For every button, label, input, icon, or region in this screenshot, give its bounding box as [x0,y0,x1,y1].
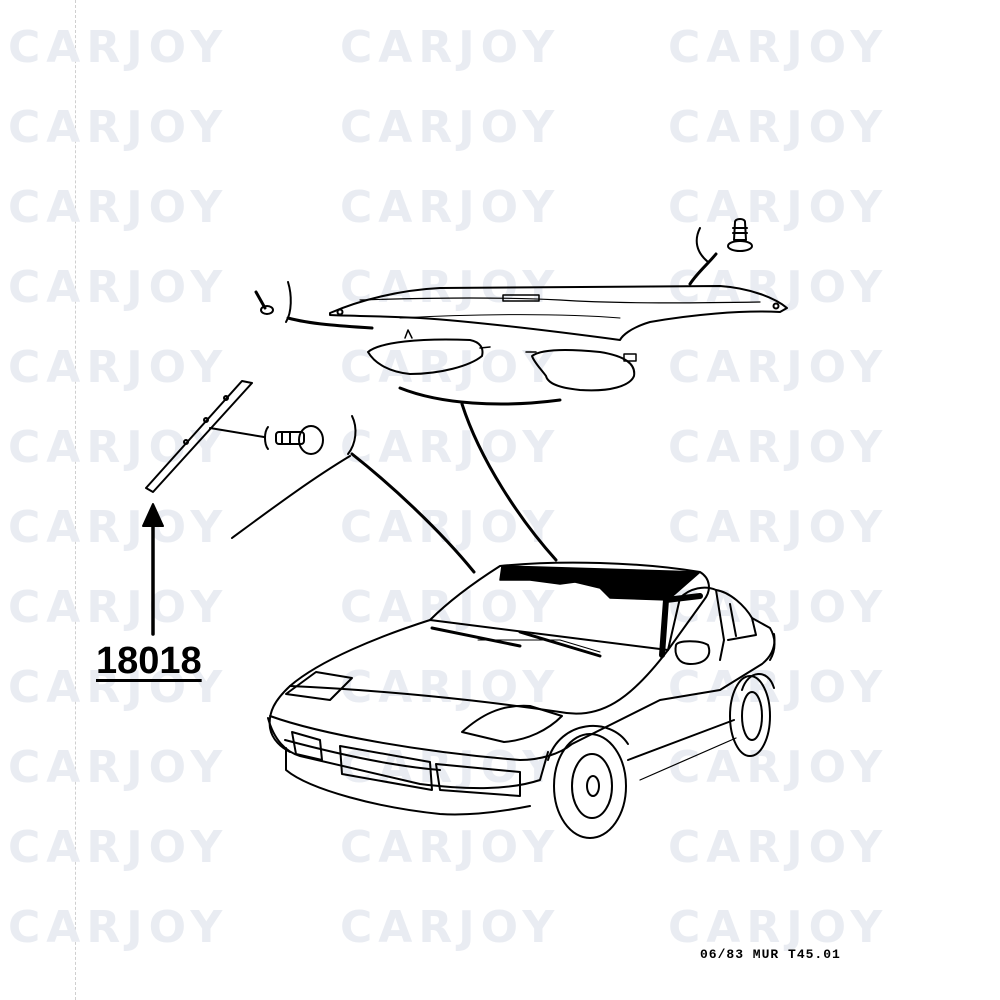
page-fold-line [75,0,76,1000]
headliner [329,285,788,341]
sun-visor-left [367,329,491,375]
arrow-up [142,503,164,636]
push-clip [264,415,357,455]
leader-lines [209,252,718,574]
fastener-clip [695,218,753,263]
car-illustration [267,561,776,839]
sun-visor-right [525,348,637,392]
reference-code: 06/83 MUR T45.01 [700,947,841,962]
screw [254,281,292,323]
part-number-label: 18018 [96,640,202,682]
trim-strip [145,380,253,493]
